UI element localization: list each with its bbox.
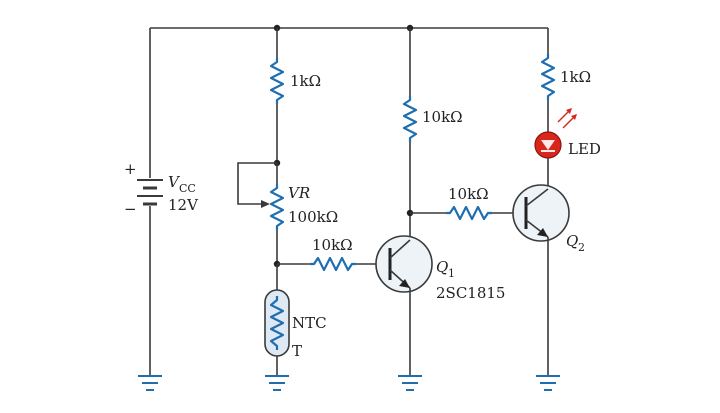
q2-subscript: 2 <box>578 241 585 254</box>
q1-subscript: 1 <box>448 267 455 280</box>
transistor-q2 <box>512 184 570 242</box>
resistor-1k-led <box>540 54 556 100</box>
resistor-10k-q1-base <box>310 256 356 272</box>
supply-voltage: 12V <box>168 196 199 214</box>
q1-part-number: 2SC1815 <box>436 284 505 302</box>
resistor-10k-q2-base <box>446 205 492 221</box>
ground-icon <box>138 375 162 391</box>
resistor-10k-q2-base-label: 10kΩ <box>448 185 489 203</box>
resistor-1k-top-left-label: 1kΩ <box>290 72 321 90</box>
supply-label: V <box>168 173 181 191</box>
supply-minus-sign: − <box>124 200 137 218</box>
transistor-q1 <box>375 235 433 293</box>
ntc-thermistor <box>264 289 290 357</box>
resistor-1k-top-left <box>269 58 285 104</box>
wiper-arrow-icon <box>261 200 270 208</box>
potentiometer-vr <box>269 184 285 230</box>
supply-plus-sign: + <box>124 160 137 178</box>
ground-icon <box>265 375 289 391</box>
ground-icon <box>398 375 422 391</box>
potentiometer-name: VR <box>288 184 310 202</box>
potentiometer-value: 100kΩ <box>288 208 338 226</box>
resistor-10k-q1-base-label: 10kΩ <box>312 236 353 254</box>
potentiometer-wiper <box>237 162 277 205</box>
resistor-10k-q1-collector-label: 10kΩ <box>422 108 463 126</box>
ground-icon <box>536 375 560 391</box>
ntc-type-label: NTC <box>292 314 327 332</box>
ntc-symbol-label: T <box>292 342 302 360</box>
battery-symbol <box>137 179 163 206</box>
supply-label-subscript: CC <box>179 182 196 195</box>
light-emission-icon <box>557 108 577 129</box>
led-symbol <box>534 131 562 159</box>
resistor-1k-led-label: 1kΩ <box>560 68 591 86</box>
q2-name: Q <box>566 232 578 250</box>
q1-name: Q <box>436 258 448 276</box>
led-label: LED <box>568 140 601 158</box>
resistor-10k-q1-collector <box>402 96 418 142</box>
